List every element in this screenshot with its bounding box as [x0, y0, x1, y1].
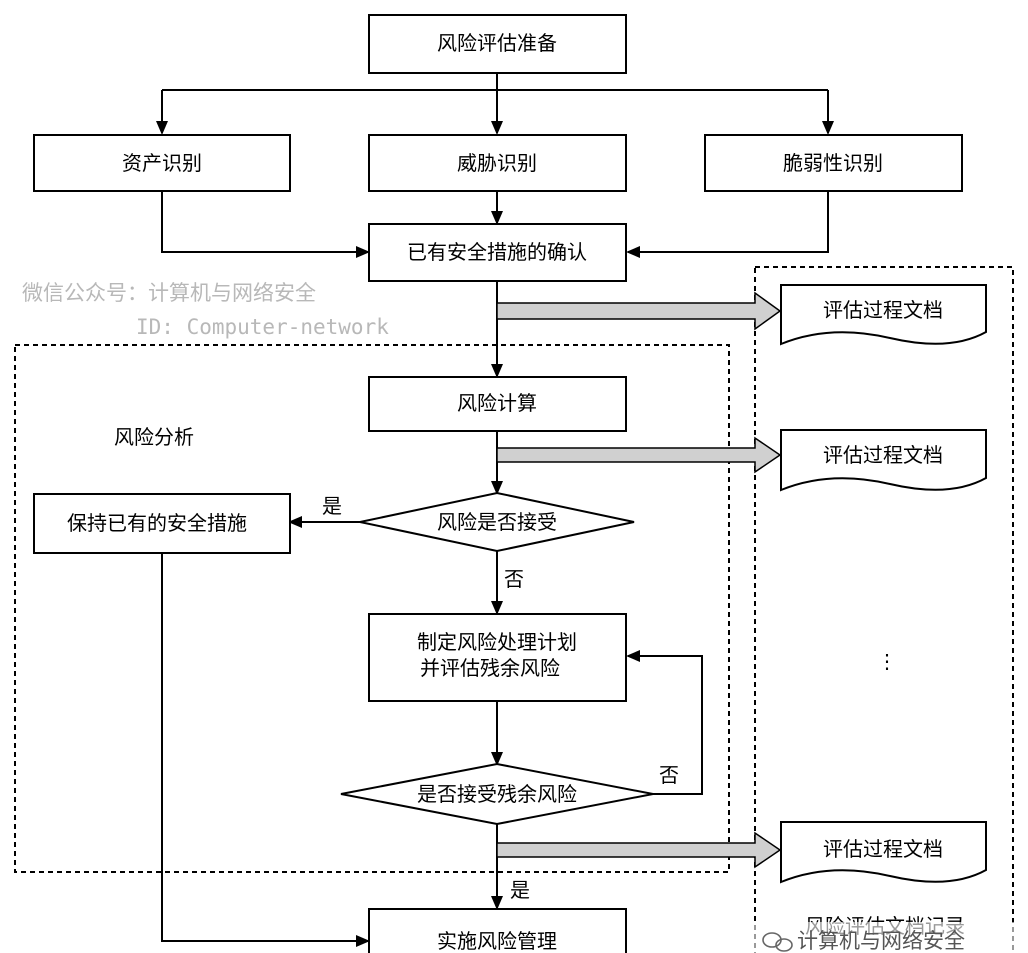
footer-watermark: 计算机与网络安全	[797, 929, 965, 953]
edge-label-yes-residual: 是	[510, 878, 530, 902]
block-arrow-1	[496, 291, 782, 331]
plan-box	[368, 613, 627, 702]
edge-label-yes-accept: 是	[322, 494, 342, 518]
block-arrow-3	[496, 831, 782, 869]
confirm-label: 已有安全措施的确认	[407, 240, 587, 264]
confirm-box	[368, 223, 627, 282]
accept-decision	[359, 491, 635, 553]
prep-box	[368, 14, 627, 74]
keep-label: 保持已有的安全措施	[67, 511, 247, 535]
asset-box	[33, 134, 291, 192]
doc1-label: 评估过程文档	[823, 298, 943, 322]
document-records-region	[754, 266, 1014, 953]
risk-analysis-region	[14, 344, 730, 873]
vuln-label: 脆弱性识别	[783, 151, 883, 175]
residual-label: 是否接受残余风险	[417, 782, 577, 806]
doc3-label: 评估过程文档	[823, 837, 943, 861]
watermark-line2: ID: Computer-network	[136, 315, 389, 339]
doc2-label: 评估过程文档	[823, 443, 943, 467]
arrow-vuln-to-confirm	[626, 191, 829, 258]
arrow-asset-to-confirm	[161, 191, 370, 258]
doc2-shape	[780, 429, 987, 492]
implement-label: 实施风险管理	[437, 929, 557, 953]
edge-label-no-residual: 否	[659, 763, 679, 787]
doc3-shape	[780, 821, 987, 884]
calc-box	[368, 376, 627, 432]
vuln-box	[704, 134, 963, 192]
block-arrow-2	[496, 436, 782, 474]
watermark-line1: 微信公众号：计算机与网络安全	[22, 281, 316, 305]
accept-label: 风险是否接受	[437, 510, 557, 534]
wechat-icon	[762, 932, 793, 952]
implement-box	[368, 908, 627, 953]
plan-label-line1: 制定风险处理计划	[417, 630, 577, 654]
document-arrows	[496, 291, 782, 869]
threat-label: 威胁识别	[457, 151, 537, 175]
prep-label: 风险评估准备	[437, 31, 557, 55]
edge-label-no-accept: 否	[504, 567, 524, 591]
arrow-keep-to-implement	[161, 553, 370, 947]
threat-box	[368, 134, 627, 192]
keep-box	[33, 493, 291, 554]
footer-watermark-bg	[752, 922, 1028, 953]
doc-ellipsis: ⋮	[877, 649, 897, 673]
calc-label: 风险计算	[457, 391, 537, 415]
arrow-residual-no-to-plan	[626, 650, 703, 795]
asset-label: 资产识别	[122, 151, 202, 175]
analysis-region-label: 风险分析	[114, 425, 194, 449]
plan-label-line2: 并评估残余风险	[420, 656, 560, 680]
residual-decision	[340, 762, 654, 826]
doc1-shape	[780, 284, 987, 346]
